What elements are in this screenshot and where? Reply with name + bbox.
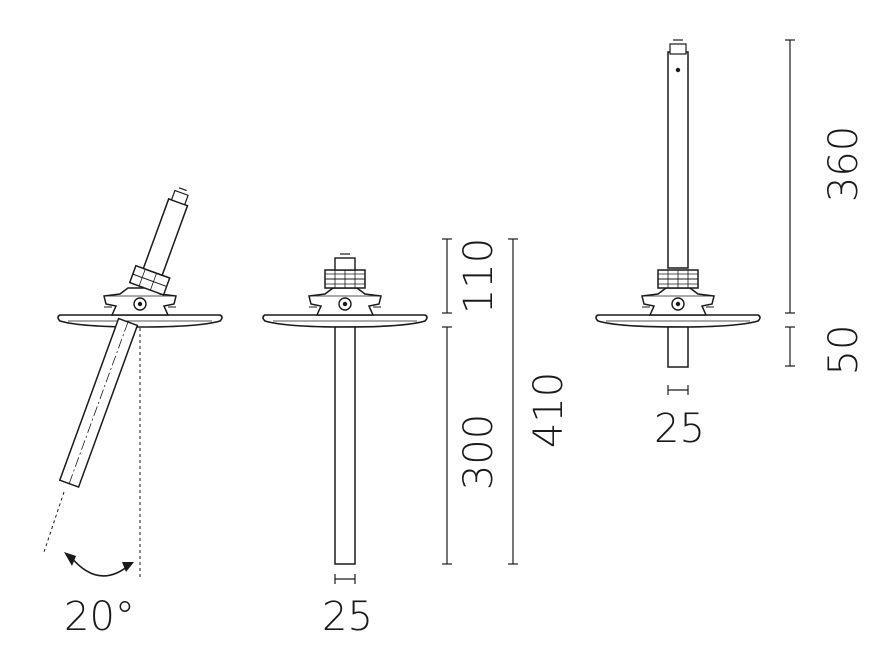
mid-diameter-label: 25 [322,594,373,640]
tilt-angle-label: 20° [64,594,135,640]
dim-360-bracket [785,39,795,314]
dim-50-label: 50 [821,325,867,376]
angle-arrowhead-right [122,562,134,572]
right-pole-dot [675,67,681,73]
angle-arrowhead-left [64,552,76,566]
right-luminaire-view: 25 360 50 [595,39,867,452]
middle-luminaire-view: 25 110 300 410 [262,238,572,640]
dim-110-label: 110 [456,238,502,314]
right-diameter-marker [667,385,689,395]
tilted-axis-line [43,491,65,553]
dim-110-bracket [442,238,452,314]
mid-mounting-head [262,253,428,328]
right-pole-cap [669,43,687,55]
dim-50-bracket [785,326,795,367]
dim-410-label: 410 [526,372,572,448]
mid-pole [334,326,356,565]
dim-300-label: 300 [456,414,502,490]
left-mounting-head [57,287,223,328]
dim-410-bracket [508,238,518,565]
tilted-luminaire-view: 20° [43,187,223,640]
left-upper-assembly [128,187,189,296]
dim-300-bracket [442,326,452,565]
dim-360-label: 360 [821,126,867,202]
mid-diameter-marker [334,574,356,584]
angle-arc [69,555,129,577]
right-diameter-label: 25 [654,406,705,452]
left-tilted-pole [58,317,139,489]
right-lower-pole [667,326,689,368]
right-mounting-head [595,269,761,328]
right-upper-pole [667,51,689,269]
